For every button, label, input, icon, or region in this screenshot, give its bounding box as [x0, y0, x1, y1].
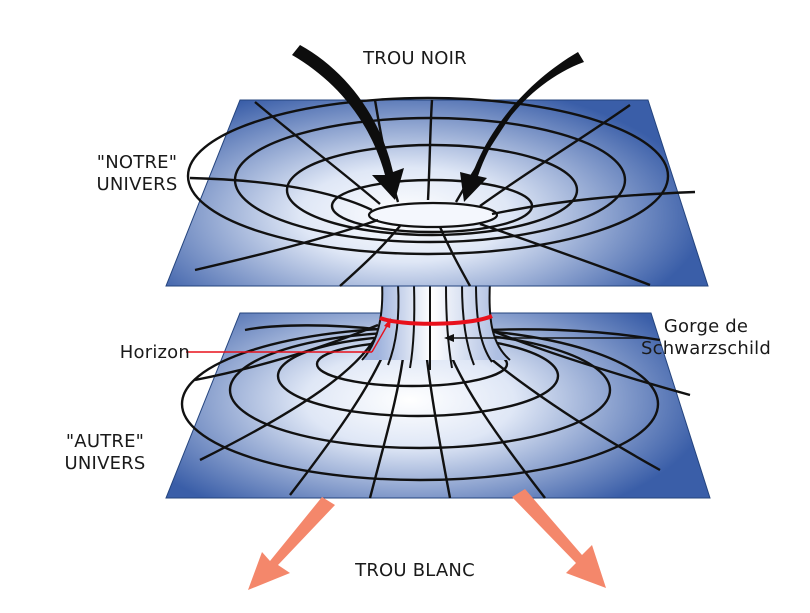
other-universe-label: "AUTRE" UNIVERS [30, 431, 180, 475]
outflow-arrow-left-icon [248, 497, 335, 590]
outflow-arrows [248, 489, 606, 590]
throat-label: Gorge de Schwarzschild [636, 316, 776, 360]
inflow-arrows [292, 45, 584, 202]
throat-label-line-2: Schwarzschild [640, 338, 772, 359]
schwarzschild-throat [361, 281, 511, 370]
horizon-ring [379, 314, 493, 326]
other-universe-label-line-2: UNIVERS [64, 453, 146, 474]
throat-label-line-1: Gorge de [663, 316, 749, 337]
black-hole-label: TROU NOIR [363, 48, 467, 69]
our-universe-label: "NOTRE" UNIVERS [62, 152, 212, 196]
our-universe-sheet [165, 96, 709, 287]
other-universe-label-line-1: "AUTRE" [65, 431, 145, 452]
inflow-arrow-left-icon [292, 45, 404, 200]
our-universe-label-line-1: "NOTRE" [96, 152, 178, 173]
outflow-arrow-right-icon [512, 489, 606, 588]
horizon-label: Horizon [119, 342, 190, 363]
white-hole-label: TROU BLANC [355, 560, 475, 581]
our-universe-label-line-2: UNIVERS [96, 174, 178, 195]
label-pointers [186, 318, 646, 353]
inflow-arrow-right-icon [460, 52, 584, 202]
